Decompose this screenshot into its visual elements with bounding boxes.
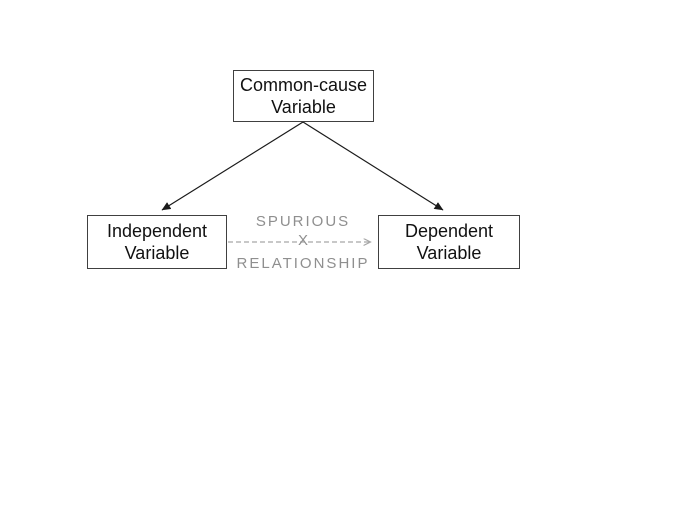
node-dependent-variable: Dependent Variable xyxy=(378,215,520,269)
causal-arrow-to-independent xyxy=(161,121,304,211)
node-common-cause-variable: Common-cause Variable xyxy=(233,70,374,122)
node-label-line: Variable xyxy=(416,243,482,263)
node-label-line: Variable xyxy=(271,97,336,117)
spurious-x-marker: X xyxy=(297,232,308,249)
node-label-line: Dependent xyxy=(404,221,494,241)
node-label-line: Independent xyxy=(106,221,208,241)
node-label-line: Variable xyxy=(124,243,190,263)
node-independent-variable: Independent Variable xyxy=(87,215,227,269)
causal-arrow-to-dependent xyxy=(302,121,444,211)
spurious-label-bottom: RELATIONSHIP xyxy=(236,255,370,272)
spurious-label-top: SPURIOUS xyxy=(255,213,351,230)
node-label-line: Common-cause xyxy=(239,75,368,95)
